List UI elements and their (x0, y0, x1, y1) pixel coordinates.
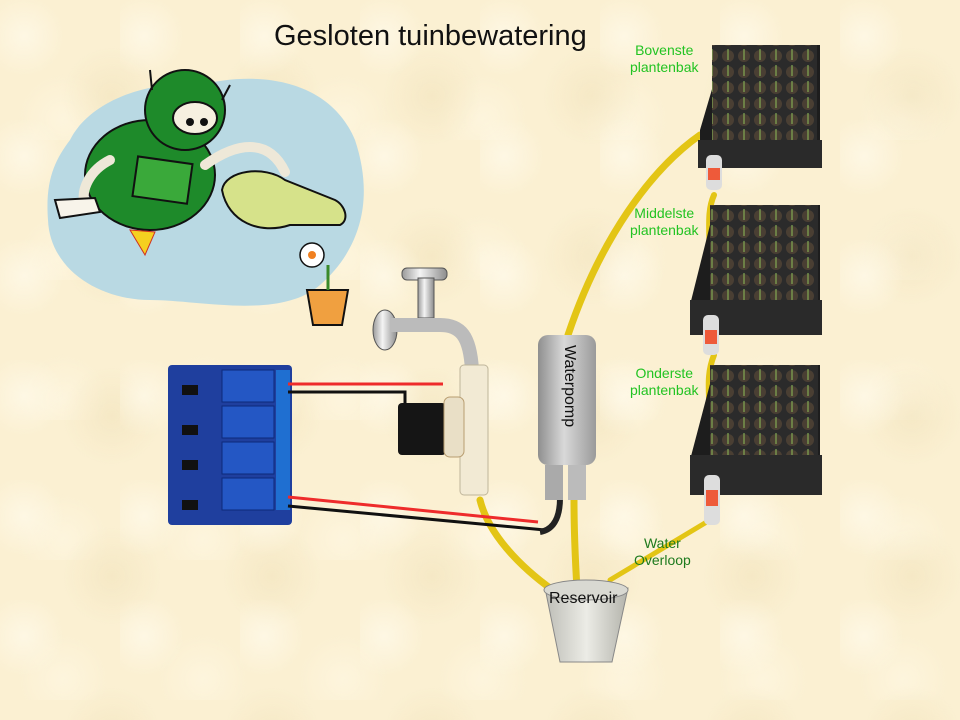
label-overflow-line1: Water (643, 535, 681, 551)
tray-middle (690, 205, 822, 335)
tray-top (698, 45, 822, 168)
reservoir-bucket (543, 579, 629, 663)
tray-bottom (690, 365, 822, 495)
label-bottom-tray: Onderste plantenbak (630, 365, 699, 399)
diagram-title: Gesloten tuinbewatering (274, 20, 587, 52)
wire-valve-negative (288, 390, 407, 410)
label-overflow: Water Overloop (634, 535, 691, 569)
label-reservoir: Reservoir (549, 590, 618, 607)
label-overflow-line2: Overloop (634, 552, 691, 568)
pump-cable (539, 497, 563, 535)
watering-can (220, 170, 347, 230)
label-middle-tray: Middelste plantenbak (630, 205, 699, 239)
label-middle-tray-line2: plantenbak (630, 222, 699, 238)
solenoid-valve (398, 364, 489, 496)
wire-pump-positive (287, 495, 539, 524)
flower-pot (305, 289, 350, 326)
tube-overflow (607, 517, 713, 583)
label-pump: Waterpomp (561, 345, 578, 428)
robot-face (172, 101, 218, 135)
water-pump (538, 335, 596, 500)
label-bottom-tray-line1: Onderste (635, 365, 694, 381)
drain-valves (703, 155, 722, 525)
robot-arm (200, 142, 290, 177)
label-top-tray-line1: Bovenste (635, 42, 694, 58)
robot-panel (131, 155, 194, 205)
wire-pump-negative (287, 504, 546, 532)
robot-hand-left (53, 196, 102, 220)
water-tap (372, 267, 479, 371)
label-bottom-tray-line2: plantenbak (630, 382, 699, 398)
rocket-flame (129, 229, 156, 257)
label-top-tray-line2: plantenbak (630, 59, 699, 75)
tube-tap-to-reservoir (476, 496, 564, 599)
label-middle-tray-line1: Middelste (634, 205, 695, 221)
relay-board (168, 365, 292, 525)
tube-pump-to-top-tray (564, 131, 704, 339)
wires (287, 382, 563, 535)
robot-illustration (47, 69, 364, 326)
label-top-tray: Bovenste plantenbak (630, 42, 699, 76)
